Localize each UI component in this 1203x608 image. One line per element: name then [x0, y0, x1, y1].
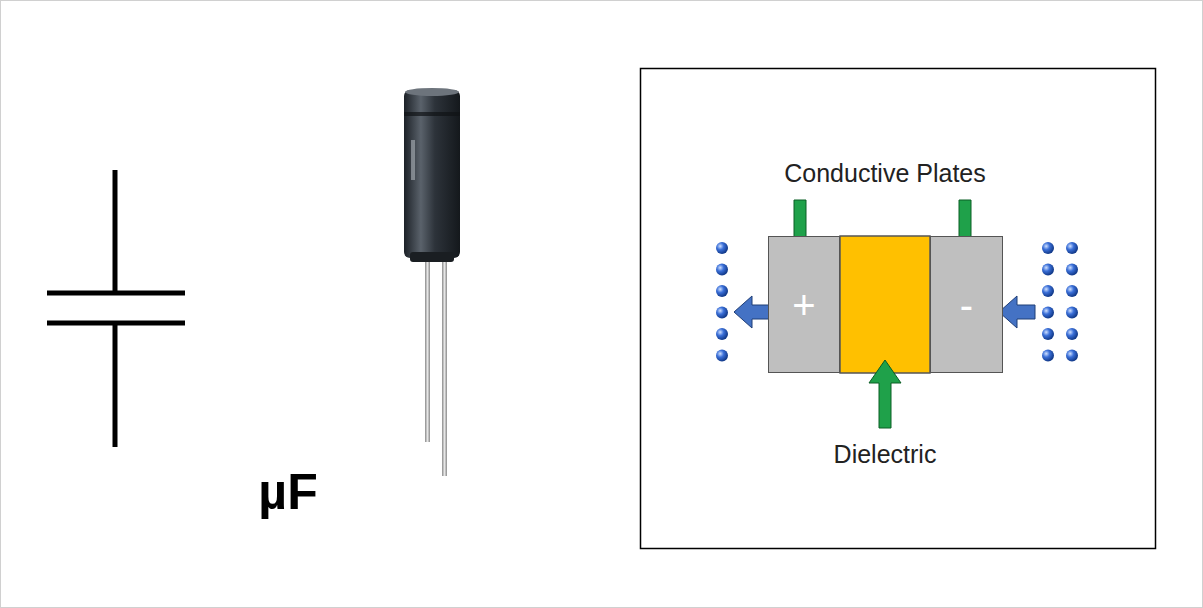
capacitor-photo [404, 88, 460, 476]
electron-dot [1066, 307, 1078, 319]
electron-dot [716, 242, 728, 254]
part-label: Dielectric [834, 441, 937, 469]
electron-dot [1042, 264, 1054, 276]
electron-dot [716, 350, 728, 362]
electron-dot [1042, 350, 1054, 362]
electron-dot [1066, 242, 1078, 254]
electron-dot [1042, 307, 1054, 319]
negative-plate: - [930, 236, 1003, 373]
electron-dot [1042, 242, 1054, 254]
plate-sign: - [960, 285, 973, 325]
plate-sign: + [792, 285, 815, 325]
electron-dot [716, 264, 728, 276]
positive-plate: + [768, 236, 840, 373]
electron-dot [716, 328, 728, 340]
electron-dot [1066, 328, 1078, 340]
electron-dot [1042, 285, 1054, 297]
electron-dot [716, 307, 728, 319]
dielectric-layer [840, 236, 930, 373]
unit-label: µF [258, 465, 317, 520]
electron-dot [1066, 285, 1078, 297]
electron-dot [716, 285, 728, 297]
panel-frame [641, 69, 1156, 549]
capacitor-symbol [47, 170, 185, 447]
electron-dot [1066, 264, 1078, 276]
part-label: Conductive Plates [784, 160, 986, 188]
electron-dot [1066, 350, 1078, 362]
electron-dot [1042, 328, 1054, 340]
